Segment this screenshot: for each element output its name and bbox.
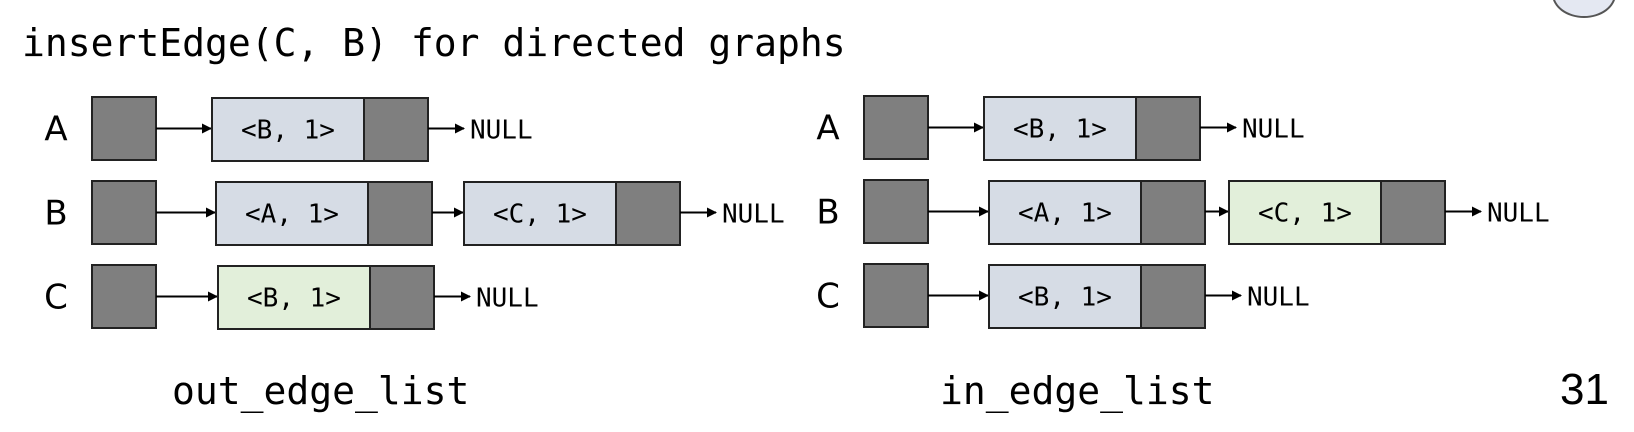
edge-node-data [983, 96, 1137, 161]
edge-node-data [463, 181, 617, 246]
edge-node-data [988, 180, 1142, 245]
edge-node-data [215, 181, 369, 246]
head-pointer-box [91, 264, 157, 329]
page-number: 31 [1560, 365, 1609, 414]
next-pointer-box [363, 97, 429, 162]
head-pointer-box [863, 179, 929, 244]
vertex-label: B [816, 193, 839, 233]
edge-node-label: <C, 1> [493, 200, 587, 230]
vertex-label: A [44, 110, 67, 150]
next-pointer-box [1140, 264, 1206, 329]
next-pointer-box [1140, 180, 1206, 245]
null-label: NULL [470, 116, 533, 146]
edge-node-data [988, 264, 1142, 329]
in-edge-list-caption: in_edge_list [940, 369, 1215, 413]
head-pointer-box [863, 95, 929, 160]
edge-node-label: <C, 1> [1258, 199, 1352, 229]
null-label: NULL [1242, 115, 1305, 145]
edge-node-label: <A, 1> [245, 200, 339, 230]
head-pointer-box [91, 96, 157, 161]
next-pointer-box [1135, 96, 1201, 161]
vertex-label: B [44, 194, 67, 234]
edge-node-label: <B, 1> [247, 284, 341, 314]
vertex-label: C [44, 278, 68, 318]
out-edge-list-caption: out_edge_list [172, 369, 470, 413]
vertex-label: A [816, 109, 839, 149]
null-label: NULL [722, 200, 785, 230]
null-label: NULL [1247, 283, 1310, 313]
next-pointer-box [615, 181, 681, 246]
edge-node-label: <B, 1> [1018, 283, 1112, 313]
next-pointer-box [367, 181, 433, 246]
slide-title: insertEdge(C, B) for directed graphs [22, 21, 846, 65]
vertex-label: C [816, 277, 840, 317]
edge-node-data [211, 97, 365, 162]
new-edge-node-data [217, 265, 371, 330]
head-pointer-box [863, 263, 929, 328]
next-pointer-box [369, 265, 435, 330]
next-pointer-box [1380, 180, 1446, 245]
null-label: NULL [1487, 199, 1550, 229]
null-label: NULL [476, 284, 539, 314]
edge-node-label: <A, 1> [1018, 199, 1112, 229]
edge-node-label: <B, 1> [1013, 115, 1107, 145]
edge-node-label: <B, 1> [241, 116, 335, 146]
head-pointer-box [91, 180, 157, 245]
